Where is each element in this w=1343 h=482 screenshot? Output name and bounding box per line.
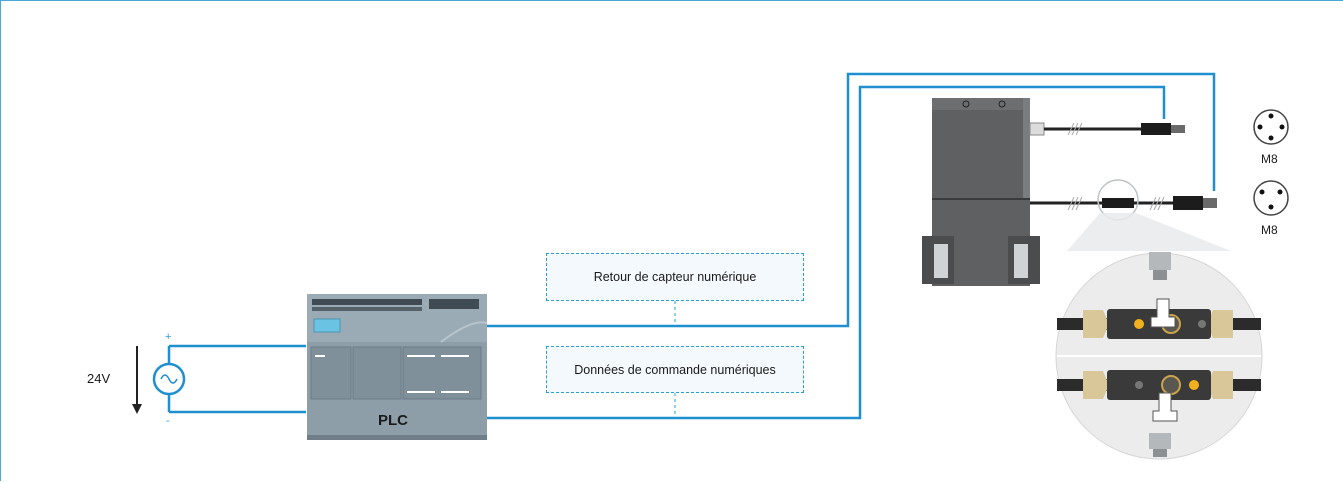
voltage-label: 24V bbox=[87, 371, 111, 386]
plus-label: + bbox=[165, 331, 172, 343]
voltage-source bbox=[152, 362, 186, 396]
minus-label: - bbox=[166, 415, 170, 427]
plc-label: PLC bbox=[378, 412, 408, 429]
hand-pointer-icon-2 bbox=[1152, 392, 1178, 422]
m8-label-top: M8 bbox=[1261, 152, 1278, 166]
hand-pointer-icon bbox=[1150, 298, 1176, 328]
m8-connector-icon-bottom bbox=[1253, 180, 1289, 216]
voltage-arrow-icon bbox=[132, 346, 142, 414]
magnifier bbox=[1055, 179, 1263, 460]
command-wire bbox=[487, 85, 1166, 420]
feedback-wire bbox=[487, 72, 1216, 328]
feedback-label: Retour de capteur numérique bbox=[546, 253, 804, 301]
m8-label-bottom: M8 bbox=[1261, 223, 1278, 237]
gripper-device bbox=[922, 98, 1217, 286]
command-label: Données de commande numériques bbox=[546, 346, 804, 393]
wires bbox=[167, 72, 1216, 420]
plc-unit bbox=[307, 294, 488, 440]
m8-connector-icon-top bbox=[1253, 109, 1289, 145]
